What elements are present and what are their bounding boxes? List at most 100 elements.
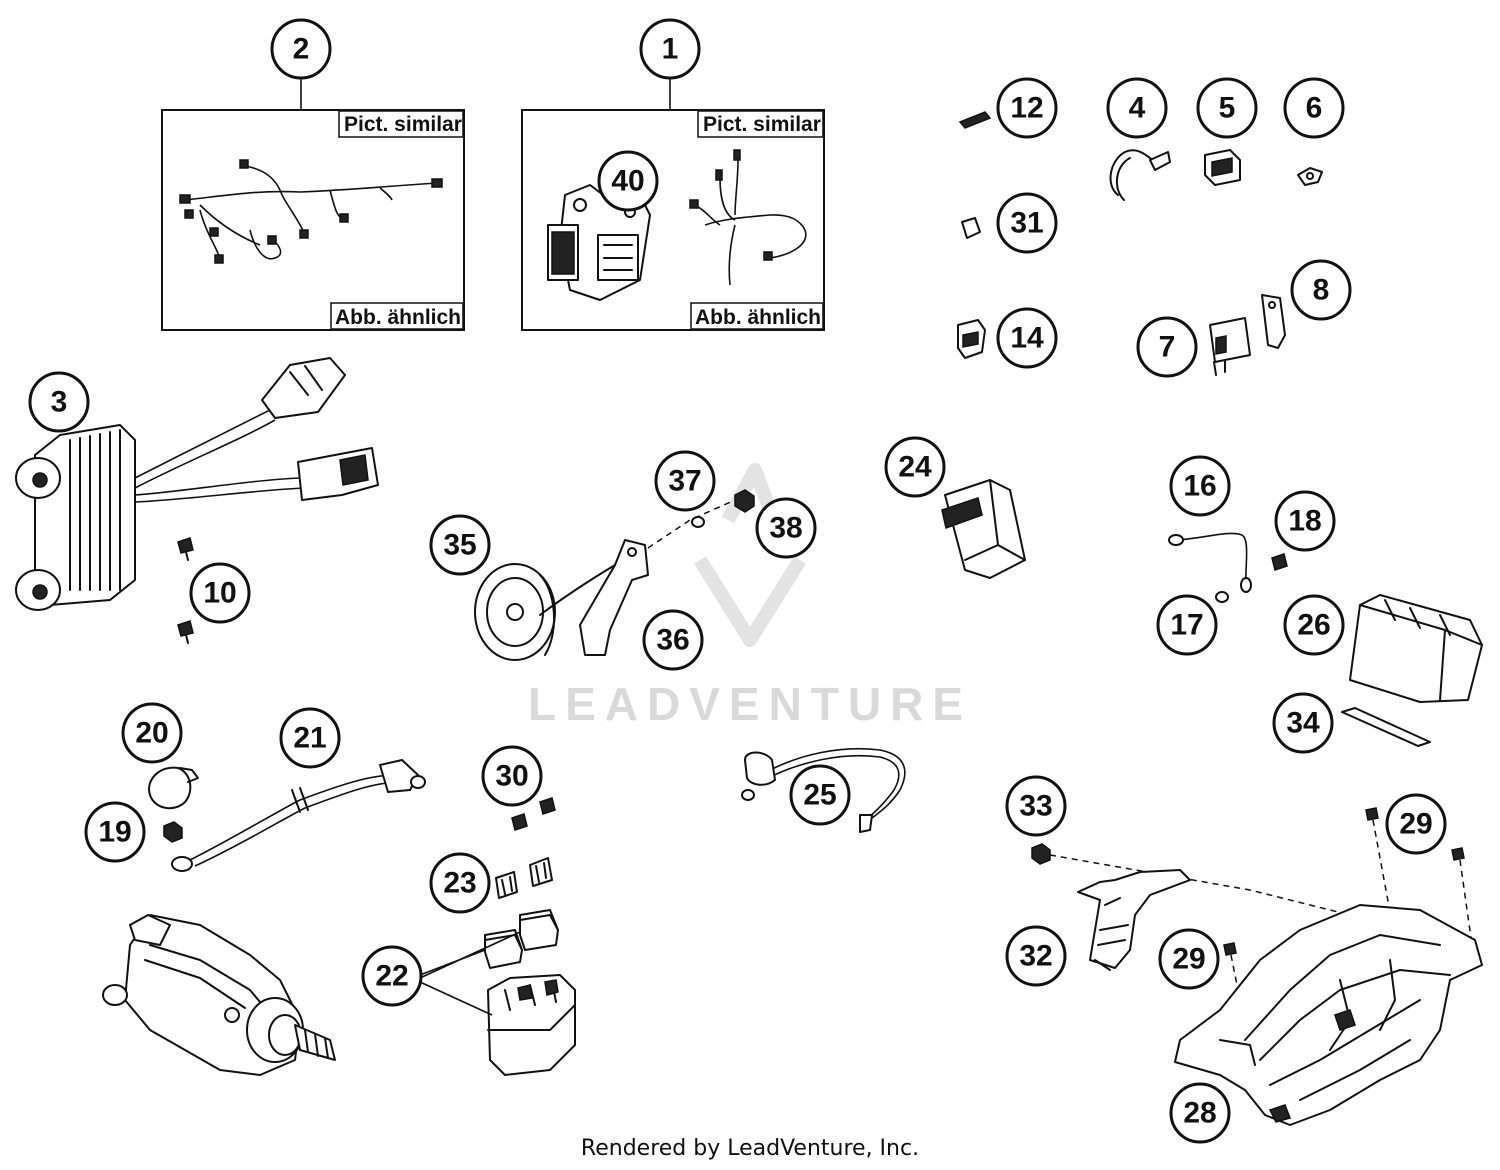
bolt-part-10-upper[interactable] [177,537,194,561]
cable-part-25[interactable] [741,747,906,833]
callout-33[interactable]: 33 [1005,775,1067,837]
clip-part-5[interactable] [1204,149,1241,186]
svg-text:21: 21 [293,722,326,755]
fuse-cap-part-30-right[interactable] [539,797,556,815]
washer-part-37[interactable] [691,516,705,528]
headlight-harness-box[interactable]: Pict. similar Abb. ähnlich [521,109,825,331]
nut-part-38[interactable] [734,489,755,513]
callout-7[interactable]: 7 [1136,316,1198,378]
voltage-regulator-part-3[interactable] [15,357,379,611]
callout-3[interactable]: 3 [28,371,90,433]
callout-29-left[interactable]: 29 [1158,928,1220,990]
svg-text:20: 20 [135,717,168,750]
connector-part-14[interactable] [957,319,986,359]
svg-text:14: 14 [1010,322,1044,355]
svg-text:30: 30 [495,760,528,793]
callout-35[interactable]: 35 [429,514,491,576]
callout-2[interactable]: 2 [270,18,332,80]
washer-part-17[interactable] [1215,591,1229,603]
svg-text:10: 10 [203,577,236,610]
relay-part-7[interactable] [1209,317,1251,376]
horn-bracket-part-36[interactable] [539,539,649,656]
callout-10[interactable]: 10 [189,562,251,624]
svg-text:38: 38 [769,512,802,545]
callout-19[interactable]: 19 [84,801,146,863]
clip-part-6[interactable] [1297,167,1323,186]
callout-23[interactable]: 23 [429,852,491,914]
callout-6[interactable]: 6 [1283,77,1345,139]
relay-part-22-main[interactable] [487,974,576,1076]
svg-text:40: 40 [611,165,644,198]
fuse-cap-part-30-left[interactable] [511,813,528,831]
connector-part-12[interactable] [958,111,992,129]
svg-text:36: 36 [656,624,689,657]
callout-38[interactable]: 38 [755,497,817,559]
fuse-box-part-24[interactable] [941,479,1026,579]
box-frame [161,109,465,331]
callout-22[interactable]: 22 [361,945,423,1007]
callout-30[interactable]: 30 [481,745,543,807]
cable-tie-part-4[interactable] [1109,149,1171,201]
callout-17[interactable]: 17 [1156,594,1218,656]
relay-part-22-middle[interactable] [484,929,523,969]
callout-12[interactable]: 12 [996,77,1058,139]
svg-text:33: 33 [1019,790,1052,823]
callout-20[interactable]: 20 [121,702,183,764]
svg-text:19: 19 [98,816,131,849]
callout-4[interactable]: 4 [1106,77,1168,139]
callout-29-top[interactable]: 29 [1385,793,1447,855]
nut-part-19[interactable] [163,821,183,843]
relay-leader-lines [419,931,521,1016]
bolt-part-18[interactable] [1271,553,1288,571]
callout-34[interactable]: 34 [1272,692,1334,754]
wiring-harness-box[interactable]: Pict. similar Abb. ähnlich [161,109,465,331]
nut-part-33[interactable] [1031,843,1051,865]
svg-text:18: 18 [1288,505,1321,538]
svg-text:32: 32 [1019,940,1052,973]
callout-36[interactable]: 36 [642,609,704,671]
svg-text:29: 29 [1399,808,1432,841]
callout-25[interactable]: 25 [789,764,851,826]
bolt-part-29-right[interactable] [1451,847,1465,861]
bolt-part-29-left[interactable] [1223,942,1237,956]
callout-5[interactable]: 5 [1196,77,1258,139]
callout-8[interactable]: 8 [1290,259,1352,321]
terminal-cap-part-20[interactable] [148,766,199,810]
callout-32[interactable]: 32 [1005,925,1067,987]
callout-31[interactable]: 31 [996,192,1058,254]
svg-text:22: 22 [375,960,408,993]
svg-text:37: 37 [668,465,701,498]
footer-credit: Rendered by LeadVenture, Inc. [581,1136,919,1161]
svg-text:8: 8 [1313,274,1330,307]
bolt-part-29-top[interactable] [1365,807,1379,821]
callout-26[interactable]: 26 [1283,594,1345,656]
bolt-part-10-lower[interactable] [177,620,194,644]
relay-part-22-upper[interactable] [519,909,559,951]
battery-part-26[interactable] [1349,594,1483,703]
mount-axis-29-top [1372,819,1391,913]
sensor-bracket-part-32[interactable] [1077,869,1191,971]
connector-part-31[interactable] [961,217,981,239]
callout-40[interactable]: 40 [597,150,659,212]
callout-21[interactable]: 21 [279,707,341,769]
box-top-label: Pict. similar [703,113,821,136]
horn-mount-axis [647,499,736,549]
fuse-part-23-right[interactable] [529,857,553,887]
rear-fender-part-28[interactable] [1174,904,1483,1126]
bracket-part-8[interactable] [1261,294,1286,349]
svg-text:29: 29 [1172,943,1205,976]
callout-28[interactable]: 28 [1169,1082,1231,1144]
main-harness-drawing [179,159,443,264]
battery-pad-part-34[interactable] [1341,707,1431,747]
starter-motor[interactable] [102,914,336,1076]
callout-16[interactable]: 16 [1169,455,1231,517]
callout-24[interactable]: 24 [884,436,946,498]
callout-37[interactable]: 37 [654,450,716,512]
horn-part-35[interactable] [474,563,556,661]
battery-cable-part-21[interactable] [171,759,426,872]
callout-1[interactable]: 1 [639,18,701,80]
callout-14[interactable]: 14 [996,307,1058,369]
callout-18[interactable]: 18 [1274,490,1336,552]
ground-cable-part-16[interactable] [1168,532,1252,593]
fuse-part-23-left[interactable] [495,871,518,899]
